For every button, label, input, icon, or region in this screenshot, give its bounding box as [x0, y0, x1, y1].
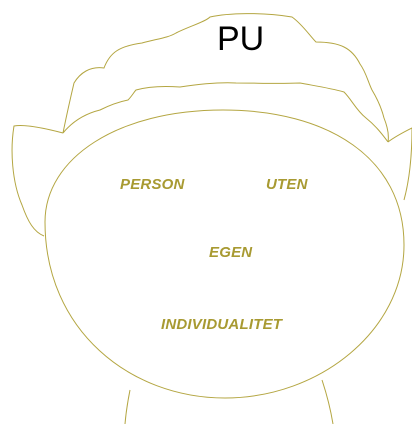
outer-hair-outline: [62, 13, 389, 143]
person-label: PERSON: [120, 176, 185, 193]
uten-label: UTEN: [266, 176, 308, 193]
face-outline: [44, 109, 405, 399]
neck-right-line: [321, 379, 334, 424]
individualitet-label: INDIVIDUALITET: [161, 316, 283, 333]
inner-hair-outline: [62, 82, 389, 143]
egen-label: EGEN: [209, 244, 253, 261]
left-ear-outline: [11, 125, 64, 237]
title-label: PU: [217, 20, 265, 58]
neck-left-line: [124, 389, 131, 424]
